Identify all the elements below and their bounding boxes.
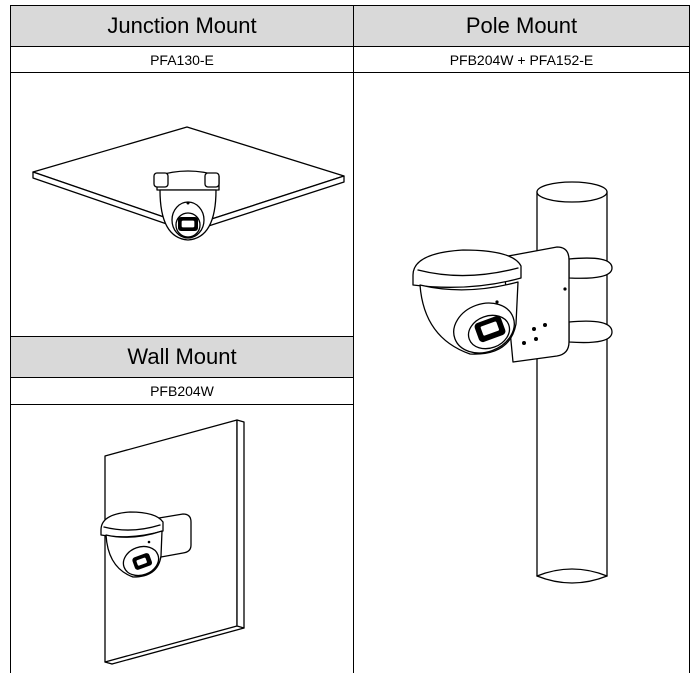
header-row-divider <box>10 46 690 47</box>
wall-panel-edge <box>236 419 245 629</box>
pole-strap-lower <box>568 320 613 344</box>
pole-mount-header: Pole Mount <box>354 6 689 46</box>
junction-mount-header: Junction Mount <box>11 6 353 46</box>
pole-mount-model: PFB204W + PFA152-E <box>449 52 594 68</box>
column-divider <box>353 5 354 673</box>
wall-mount-header: Wall Mount <box>11 337 353 377</box>
wall-header-top-border <box>10 336 354 337</box>
pole-strap-upper <box>568 257 613 279</box>
model-row-divider <box>10 72 690 73</box>
pole-mount-illustration <box>412 181 613 584</box>
wall-header-bottom-border <box>10 377 354 378</box>
wall-dome-camera-icon <box>100 511 192 578</box>
table-right-border <box>689 5 690 673</box>
bracket-screws <box>522 287 567 345</box>
junction-dome-camera-icon <box>153 170 220 241</box>
table-top-border <box>10 5 690 6</box>
pole-dome-camera-icon <box>412 249 522 355</box>
pole-bottom <box>536 575 608 584</box>
junction-mount-illustration <box>32 126 345 241</box>
pole-top <box>536 181 608 203</box>
junction-mount-model: PFA130-E <box>150 52 214 68</box>
table-left-border <box>10 5 11 673</box>
wall-model-bottom-border <box>10 404 354 405</box>
wall-mount-model: PFB204W <box>150 383 214 399</box>
wall-mount-illustration <box>100 419 245 665</box>
